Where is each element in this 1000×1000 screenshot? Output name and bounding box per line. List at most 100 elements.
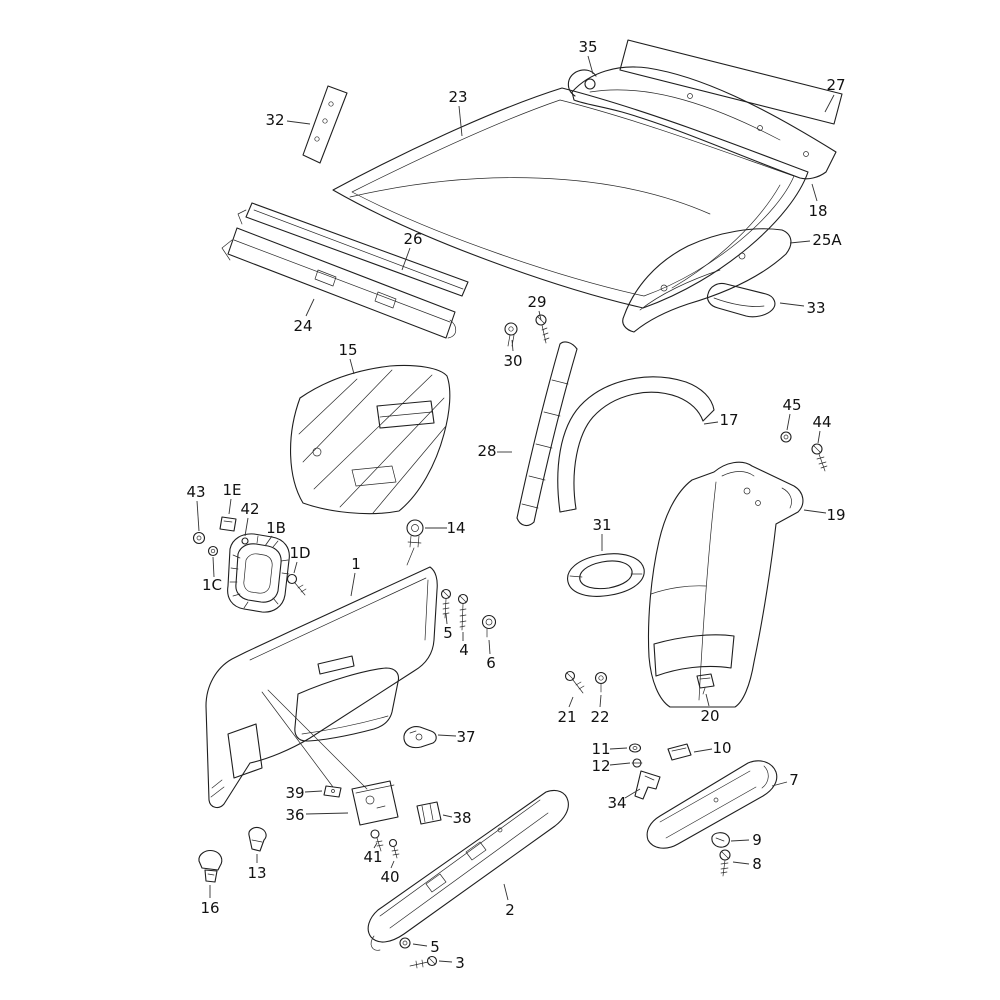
leader-line-35: [587, 55, 594, 75]
clip-part-38: [416, 801, 442, 825]
leader-line-37: [437, 734, 457, 737]
leader-line-38: [442, 814, 453, 818]
part-label-45: 45: [782, 396, 801, 414]
part-label-1B: 1B: [266, 519, 286, 537]
leader-line-9: [730, 839, 750, 842]
part-label-35: 35: [578, 38, 597, 56]
part-label-29: 29: [527, 293, 546, 311]
part-label-39: 39: [285, 784, 304, 802]
leader-line-11: [609, 747, 628, 750]
part-label-1D: 1D: [289, 544, 310, 562]
leader-line-45: [786, 413, 791, 431]
leader-line-10: [693, 748, 713, 753]
rocker-sill-trim-part-2: [367, 789, 569, 951]
clips-10-11-12: [628, 743, 692, 768]
leader-line-41: [373, 842, 378, 849]
bracket-part-34: [634, 770, 661, 800]
part-label-37: 37: [456, 728, 475, 746]
leader-line-1: [350, 572, 356, 597]
b-pillar-trim-part-28: [516, 341, 578, 527]
part-label-6: 6: [486, 654, 496, 672]
leader-line-29: [538, 310, 542, 321]
leader-line-23: [458, 105, 463, 137]
part-label-27: 27: [826, 76, 845, 94]
leader-line-22: [599, 694, 602, 708]
leader-line-2: [503, 883, 509, 901]
part-label-42: 42: [240, 500, 259, 518]
part-label-10: 10: [712, 739, 731, 757]
part-label-21: 21: [557, 708, 576, 726]
part-label-8: 8: [752, 855, 762, 873]
part-label-44: 44: [812, 413, 831, 431]
fasteners-29-30: [504, 314, 550, 347]
leader-line-27: [824, 94, 835, 113]
part-label-25A: 25A: [812, 231, 842, 249]
leader-line-3: [438, 960, 453, 963]
a-pillar-trim-part-32: [302, 85, 348, 164]
leader-line-33: [779, 302, 805, 307]
part-label-1: 1: [351, 555, 361, 573]
leader-line-20: [705, 693, 710, 707]
windshield-header-rail-part-26: [237, 202, 469, 297]
part-label-26: 26: [403, 230, 422, 248]
part-label-7: 7: [789, 771, 799, 789]
rear-trim-part-25a: [622, 228, 792, 333]
door-trim-panel-part-1: [205, 566, 438, 809]
leader-line-1B: [264, 535, 273, 547]
clip-part-39: [323, 785, 342, 798]
rear-header-rail-part-18-35: [567, 66, 837, 180]
rear-sill-trim-part-7: [646, 760, 778, 849]
part-label-2: 2: [505, 901, 515, 919]
leader-line-7: [771, 781, 788, 787]
leader-line-21: [568, 696, 574, 708]
part-label-40: 40: [380, 868, 399, 886]
part-label-28: 28: [477, 442, 496, 460]
leader-line-26: [401, 247, 411, 271]
clip-part-37: [403, 726, 437, 749]
part-label-3: 3: [455, 954, 465, 972]
leader-line-19: [803, 509, 827, 514]
leader-line-8: [732, 861, 750, 865]
leader-line-1C: [212, 556, 215, 578]
part-label-12: 12: [591, 757, 610, 775]
leader-line-44: [817, 430, 821, 444]
leader-line-15: [349, 358, 355, 375]
leader-line-12: [609, 762, 631, 766]
part-label-14: 14: [446, 519, 465, 537]
part-label-17: 17: [719, 411, 738, 429]
roof-headliner-part-23: [332, 87, 809, 309]
door-window-glass-part-15: [289, 364, 451, 515]
fasteners-3-5: [399, 937, 438, 969]
screws-40-41: [370, 829, 400, 859]
part-label-22: 22: [590, 708, 609, 726]
clip-part-9: [711, 832, 730, 848]
part-label-5a: 5: [443, 624, 453, 642]
leader-line-39: [304, 790, 323, 793]
leader-line-40: [390, 860, 395, 869]
part-label-23: 23: [448, 88, 467, 106]
part-label-41: 41: [363, 848, 382, 866]
part-label-38: 38: [452, 809, 471, 827]
part-label-30: 30: [503, 352, 522, 370]
part-label-33: 33: [806, 299, 825, 317]
leader-line-25A: [789, 240, 811, 244]
plug-part-16: [198, 850, 223, 883]
part-label-16: 16: [200, 899, 219, 917]
leader-line-36: [305, 812, 349, 815]
part-label-32: 32: [265, 111, 284, 129]
fasteners-20-21-22: [564, 670, 715, 695]
screw-part-8: [719, 849, 731, 877]
leader-line-42: [244, 517, 249, 537]
part-label-24: 24: [293, 317, 312, 335]
stippled-strip-part-27: [619, 39, 843, 125]
leader-line-18: [811, 183, 818, 202]
window-seal-part-17: [557, 376, 715, 513]
leader-line-1D: [293, 561, 298, 574]
speaker-grille-parts-1b-1c-1d-1e-42-43: [192, 516, 307, 613]
part-label-31: 31: [592, 516, 611, 534]
part-label-36: 36: [285, 806, 304, 824]
windshield-header-rail-part-24: [221, 227, 457, 339]
